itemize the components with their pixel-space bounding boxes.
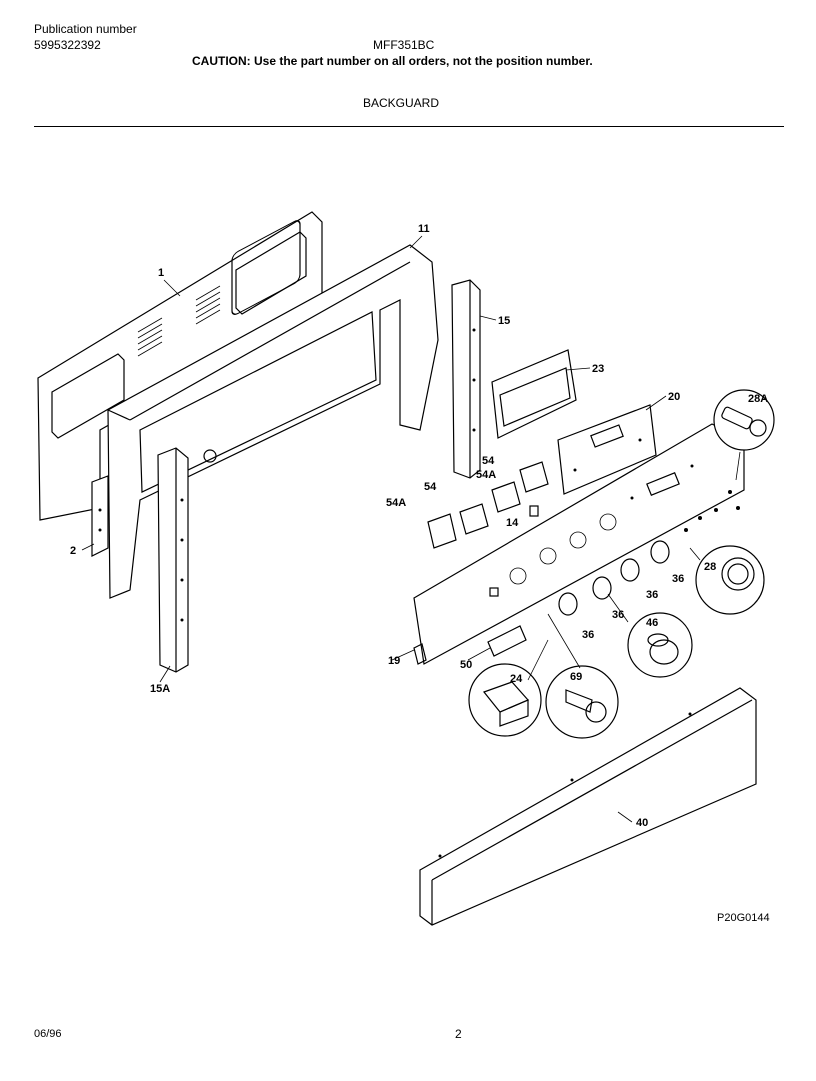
- backguard-frame-part: [107, 244, 439, 599]
- callout-69: [545, 665, 619, 739]
- part-label: 54: [482, 455, 495, 467]
- spring-19-part: [413, 643, 427, 665]
- part-label: 40: [636, 817, 648, 829]
- part-label: 54A: [476, 469, 496, 481]
- part-label: 50: [460, 659, 472, 671]
- publication-number: 5995322392: [34, 38, 101, 52]
- part-label: 36: [582, 629, 594, 641]
- part-label: 15: [498, 315, 510, 327]
- part-labels: 1 11 15 23 20 28A 54 54A 54 54A 14 2 15A…: [70, 223, 768, 829]
- part-label: 24: [510, 673, 523, 685]
- part-label: 69: [570, 671, 582, 683]
- section-title: BACKGUARD: [363, 96, 440, 110]
- side-bracket-15-part: [451, 279, 481, 479]
- header-rule: [34, 126, 784, 127]
- model-number: MFF351BC: [373, 38, 435, 52]
- part-label: 36: [646, 589, 658, 601]
- part-label: 15A: [150, 683, 170, 695]
- publication-date: 06/96: [34, 1028, 62, 1040]
- callout-28: [695, 545, 765, 615]
- part-label: 54: [424, 481, 437, 493]
- callout-46: [627, 612, 693, 678]
- control-panel-part: [413, 423, 745, 665]
- part-label: 11: [418, 223, 430, 235]
- part-label: 36: [612, 609, 624, 621]
- part-label: 28: [704, 561, 716, 573]
- switch-boxes-part: [427, 461, 549, 549]
- part-label: 14: [506, 517, 519, 529]
- side-bracket-15A-part: [157, 447, 189, 673]
- display-overlay-part: [491, 349, 577, 439]
- callout-28A: [713, 389, 775, 451]
- publication-label: Publication number: [34, 22, 137, 36]
- lower-trim-40-part: [419, 687, 757, 926]
- part-label: 1: [158, 267, 164, 279]
- part-label: 36: [672, 573, 684, 585]
- part-label: 46: [646, 617, 658, 629]
- trim-50-part: [487, 625, 527, 657]
- label-leaders: [81, 235, 667, 823]
- caution-note: CAUTION: Use the part number on all orde…: [192, 54, 593, 68]
- callout-leaders: [527, 451, 741, 681]
- bracket-part: [91, 475, 109, 557]
- callout-24: [468, 663, 542, 737]
- knobs-part: [558, 490, 740, 616]
- part-label: 54A: [386, 497, 406, 509]
- figure-code: P20G0144: [717, 912, 770, 924]
- part-label: 28A: [748, 393, 768, 405]
- electronic-control-part: [557, 404, 657, 495]
- part-label: 23: [592, 363, 604, 375]
- part-label: 2: [70, 545, 76, 557]
- part-label: 20: [668, 391, 680, 403]
- page-number: 2: [455, 1027, 462, 1041]
